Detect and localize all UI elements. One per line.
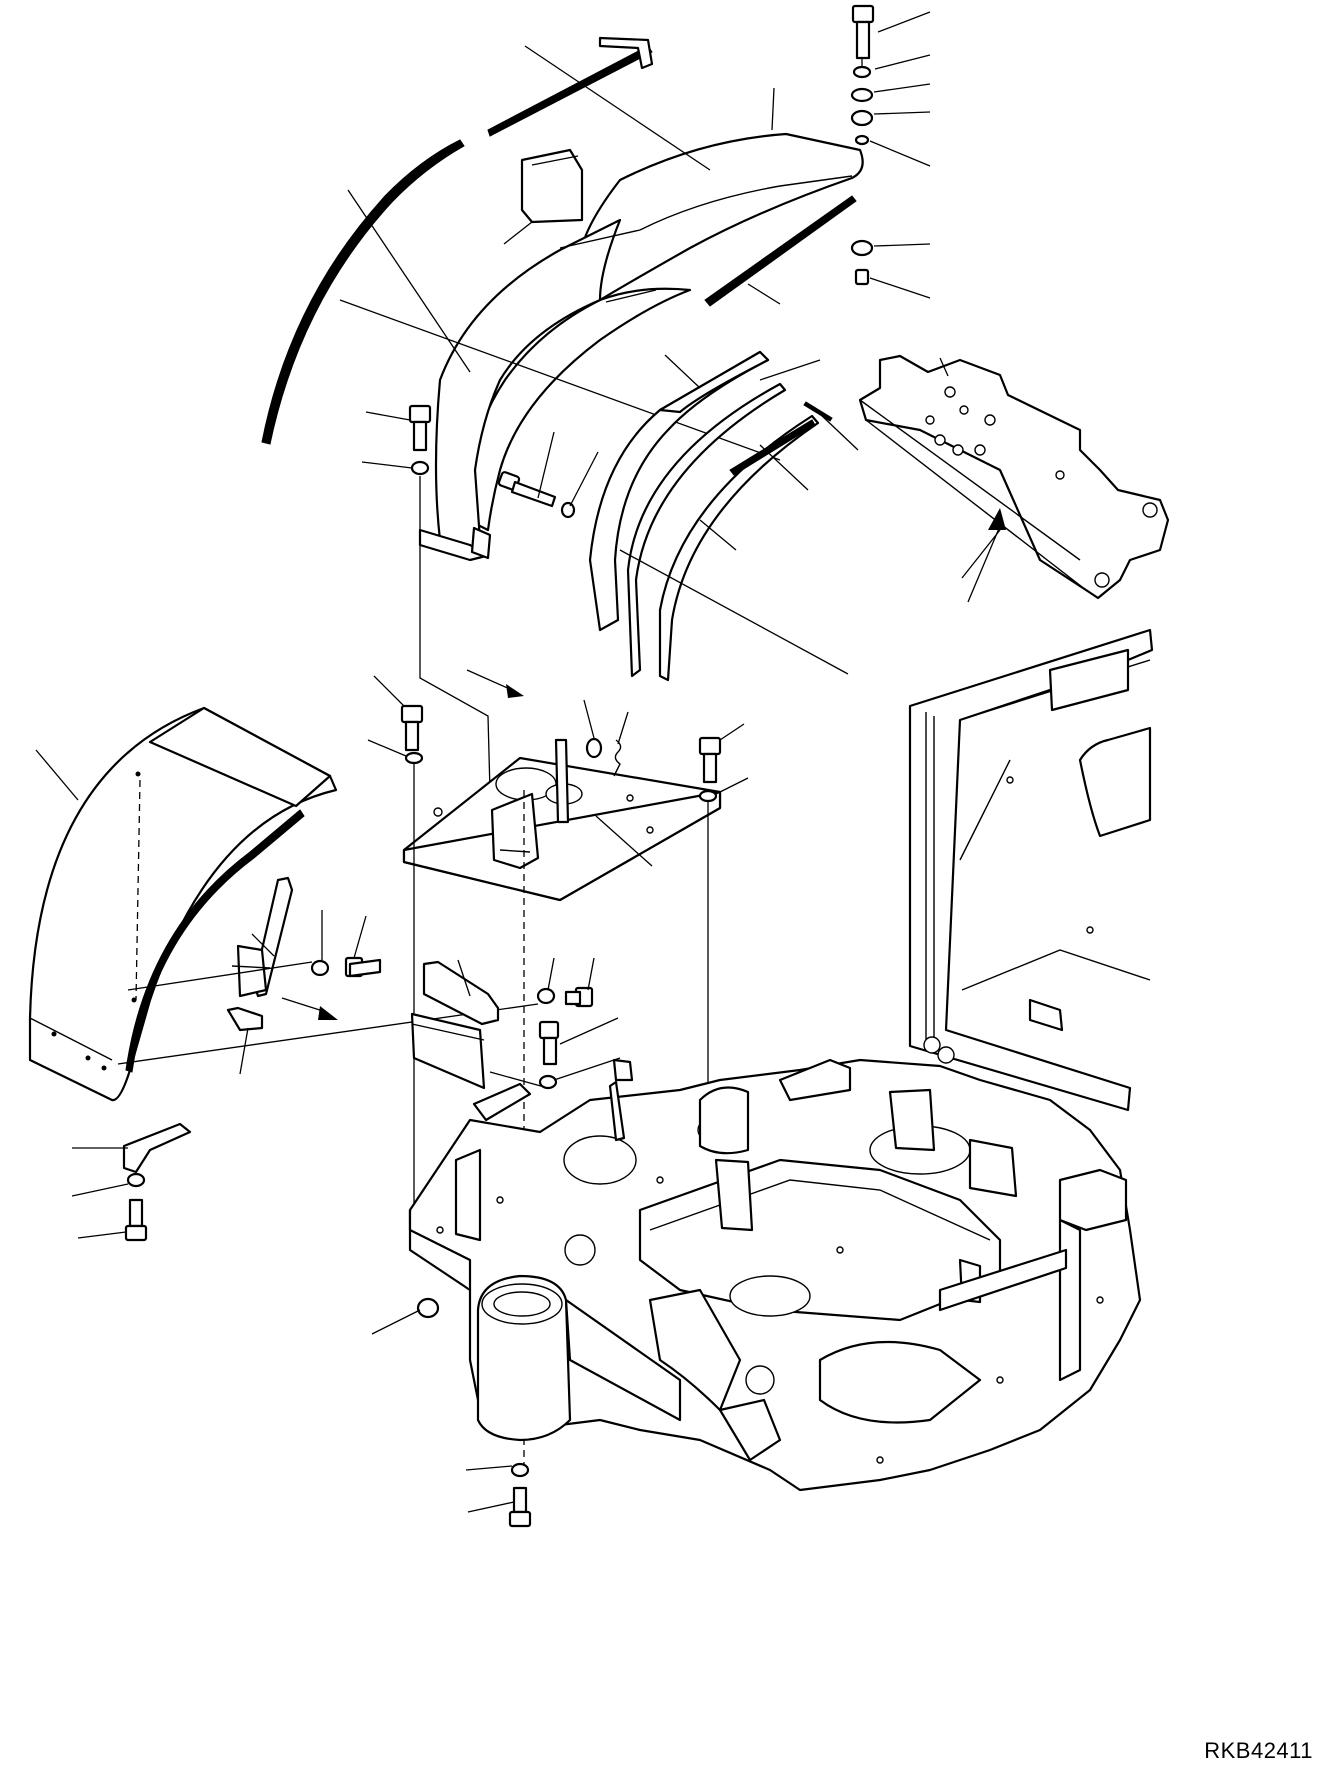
cab-frame	[908, 628, 1154, 1112]
fender-clip	[122, 1122, 192, 1174]
lower-bracket-bolt	[226, 1006, 264, 1032]
side-washer	[560, 501, 576, 519]
bracket-washer	[310, 959, 330, 977]
center-washer	[536, 987, 556, 1005]
bracket-bolt	[344, 956, 382, 978]
bolt-top-right	[851, 4, 875, 60]
washer-stack-2	[850, 87, 874, 103]
floor-washer-right	[698, 789, 718, 803]
floor-bolt-right	[698, 736, 722, 784]
side-cover-trim-1	[626, 382, 787, 678]
spacer-collar	[854, 268, 870, 286]
fender-bolt-lower	[124, 1198, 148, 1242]
cover-top-seal	[487, 45, 653, 137]
center-bolt	[564, 986, 594, 1008]
floor-bolt-left	[400, 704, 424, 752]
grease-fitting	[416, 1297, 440, 1319]
swing-post	[476, 1274, 682, 1442]
washer-stack-1	[852, 65, 872, 79]
side-cover-trim-2	[658, 414, 820, 682]
mounting-bracket	[858, 354, 1170, 600]
washer-stack-5	[850, 239, 874, 257]
retainer-pin	[613, 739, 622, 777]
vertical-bolt-center	[538, 1020, 560, 1066]
clip-ring	[585, 737, 603, 759]
side-cover-panel	[588, 350, 770, 632]
fender-bracket	[231, 876, 294, 998]
floor-plate	[402, 738, 722, 902]
fender-washer-lower	[126, 1172, 146, 1188]
washer-left-top	[410, 460, 430, 476]
washer-stack-3	[850, 109, 874, 127]
center-bracket-plate	[410, 960, 500, 1090]
floor-washer-left	[404, 751, 424, 765]
rubber-pad	[520, 148, 584, 224]
bottom-bolt	[508, 1486, 532, 1528]
washer-stack-4	[854, 134, 870, 146]
left-fender-cover	[28, 706, 338, 1102]
rear-cover	[418, 132, 864, 562]
small-seal-strip	[803, 401, 833, 422]
bottom-washer	[510, 1462, 530, 1478]
bolt-left-top	[408, 404, 432, 452]
side-bolt	[497, 471, 557, 508]
drawing-reference-code: RKB42411	[1204, 1738, 1313, 1763]
cover-edge-trim	[261, 139, 465, 445]
cover-side-seal	[704, 195, 857, 307]
